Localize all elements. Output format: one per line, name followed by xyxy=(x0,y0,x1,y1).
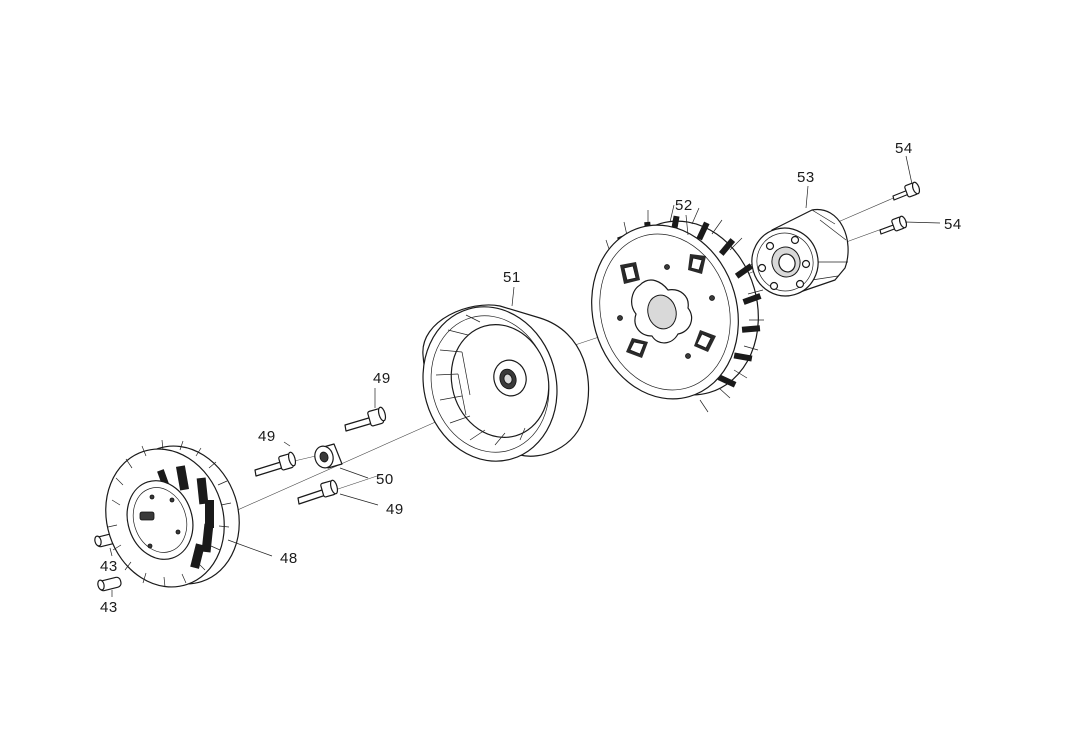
callout-48: 48 xyxy=(280,550,298,567)
callout-50: 50 xyxy=(376,471,394,488)
part-49-bolt-lower xyxy=(297,479,339,505)
part-49-bolt-middle xyxy=(254,451,297,477)
callout-labels: 43 43 48 49 49 49 50 51 52 53 54 54 xyxy=(100,140,962,616)
callout-49-upper: 49 xyxy=(373,370,391,387)
callout-54-lower: 54 xyxy=(944,216,962,233)
callout-54-upper: 54 xyxy=(895,140,913,157)
part-54-screw-lower xyxy=(879,215,908,235)
part-54-screw-upper xyxy=(892,181,921,201)
part-50-spacer xyxy=(314,443,343,469)
part-49-bolt-upper xyxy=(344,406,387,432)
part-52-fan xyxy=(591,204,764,413)
callout-52: 52 xyxy=(675,197,693,214)
part-48-stator xyxy=(105,439,240,588)
callout-51: 51 xyxy=(503,269,521,286)
callout-49-lower: 49 xyxy=(386,501,404,518)
leader-lines xyxy=(109,155,941,597)
callout-43-lower: 43 xyxy=(100,599,118,616)
part-51-rotor xyxy=(422,304,590,462)
part-53-hub xyxy=(751,209,849,297)
callout-49-middle: 49 xyxy=(258,428,276,445)
callout-53: 53 xyxy=(797,169,815,186)
part-43-dowel-pin-lower xyxy=(97,576,122,592)
callout-43-upper: 43 xyxy=(100,558,118,575)
